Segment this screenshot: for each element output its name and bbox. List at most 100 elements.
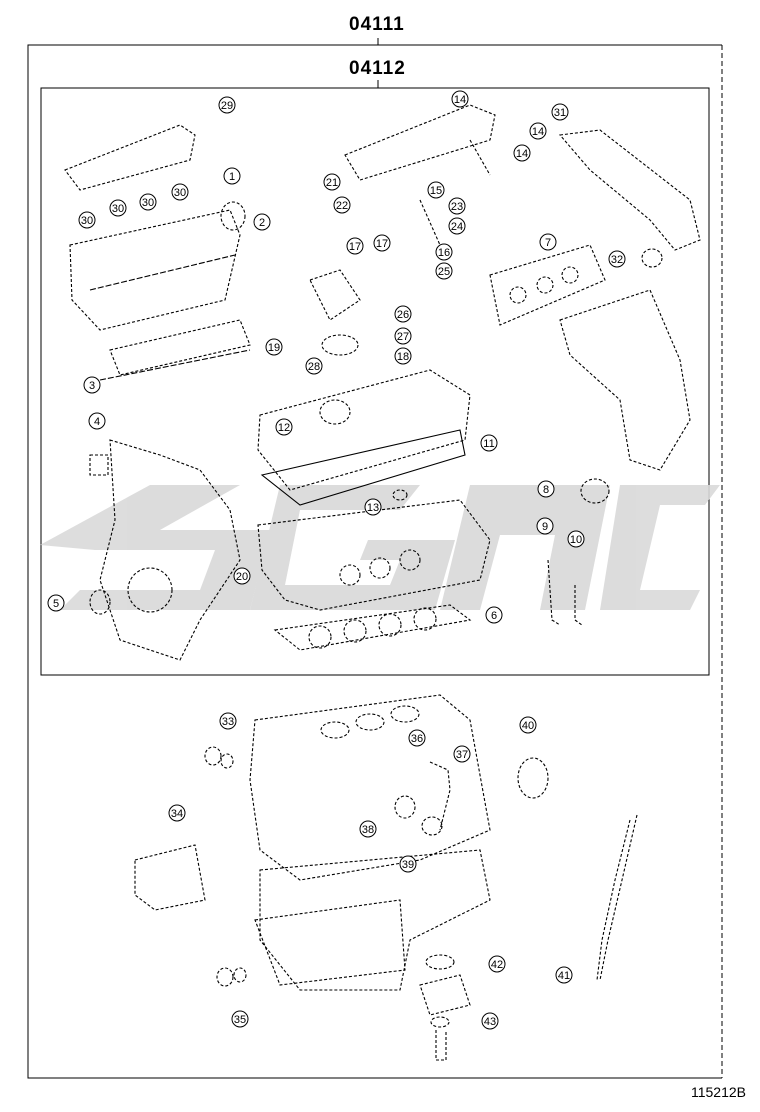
callout-30[interactable]: 30: [109, 199, 127, 217]
callout-5[interactable]: 5: [47, 594, 65, 612]
callout-label: 7: [545, 237, 551, 249]
callout-32[interactable]: 32: [608, 250, 626, 268]
callout-label: 12: [278, 422, 290, 434]
callout-circle: [219, 712, 237, 730]
callout-label: 38: [362, 824, 374, 836]
callout-30[interactable]: 30: [139, 193, 157, 211]
callout-circle: [448, 217, 466, 235]
callout-circle: [399, 855, 417, 873]
callout-23[interactable]: 23: [448, 197, 466, 215]
callout-41[interactable]: 41: [555, 966, 573, 984]
callout-circle: [109, 199, 127, 217]
callout-circle: [488, 955, 506, 973]
callout-circle: [83, 376, 101, 394]
callout-34[interactable]: 34: [168, 804, 186, 822]
callout-25[interactable]: 25: [435, 262, 453, 280]
callout-22[interactable]: 22: [333, 196, 351, 214]
callout-label: 33: [222, 716, 234, 728]
callout-18[interactable]: 18: [394, 347, 412, 365]
callout-label: 27: [397, 331, 409, 343]
callout-10[interactable]: 10: [567, 530, 585, 548]
callout-circle: [139, 193, 157, 211]
callout-37[interactable]: 37: [453, 745, 471, 763]
callout-circle: [453, 745, 471, 763]
callout-circle: [364, 498, 382, 516]
callout-38[interactable]: 38: [359, 820, 377, 838]
callout-24[interactable]: 24: [448, 217, 466, 235]
callout-circle: [485, 606, 503, 624]
callout-17[interactable]: 17: [346, 237, 364, 255]
diagram-number: 115212B: [690, 1084, 746, 1100]
callout-label: 18: [397, 351, 409, 363]
callout-6[interactable]: 6: [485, 606, 503, 624]
callout-13[interactable]: 13: [364, 498, 382, 516]
callout-label: 17: [376, 238, 388, 250]
callout-30[interactable]: 30: [171, 183, 189, 201]
callout-circle: [567, 530, 585, 548]
callout-27[interactable]: 27: [394, 327, 412, 345]
callout-40[interactable]: 40: [519, 716, 537, 734]
callout-20[interactable]: 20: [233, 567, 251, 585]
callout-circle: [253, 213, 271, 231]
callout-2[interactable]: 2: [253, 213, 271, 231]
callout-label: 43: [484, 1016, 496, 1028]
callout-circle: [47, 594, 65, 612]
callout-30[interactable]: 30: [78, 211, 96, 229]
callout-circle: [435, 262, 453, 280]
callout-label: 42: [491, 959, 503, 971]
callout-29[interactable]: 29: [218, 96, 236, 114]
callout-19[interactable]: 19: [265, 338, 283, 356]
callout-35[interactable]: 35: [231, 1010, 249, 1028]
callout-circle: [539, 233, 557, 251]
callout-circle: [551, 103, 569, 121]
callout-circle: [435, 243, 453, 261]
callout-circle: [480, 434, 498, 452]
callout-31[interactable]: 31: [551, 103, 569, 121]
callout-36[interactable]: 36: [408, 729, 426, 747]
callout-26[interactable]: 26: [394, 305, 412, 323]
callout-circle: [394, 327, 412, 345]
callout-8[interactable]: 8: [537, 480, 555, 498]
callout-circle: [394, 305, 412, 323]
callout-43[interactable]: 43: [481, 1012, 499, 1030]
callout-circle: [448, 197, 466, 215]
callout-circle: [373, 234, 391, 252]
callout-label: 8: [543, 484, 549, 496]
callout-circle: [481, 1012, 499, 1030]
callout-label: 1: [229, 171, 235, 183]
callout-3[interactable]: 3: [83, 376, 101, 394]
callout-11[interactable]: 11: [480, 434, 498, 452]
callout-circle: [88, 412, 106, 430]
callout-label: 13: [367, 502, 379, 514]
callout-39[interactable]: 39: [399, 855, 417, 873]
callout-14[interactable]: 14: [529, 122, 547, 140]
group-frame: [27, 38, 723, 1079]
callout-16[interactable]: 16: [435, 243, 453, 261]
callout-circle: [608, 250, 626, 268]
callout-21[interactable]: 21: [323, 173, 341, 191]
callout-15[interactable]: 15: [427, 181, 445, 199]
callout-circle: [346, 237, 364, 255]
callout-14[interactable]: 14: [513, 144, 531, 162]
callout-33[interactable]: 33: [219, 712, 237, 730]
callout-circle: [519, 716, 537, 734]
callout-1[interactable]: 1: [223, 167, 241, 185]
callout-4[interactable]: 4: [88, 412, 106, 430]
callout-circle: [555, 966, 573, 984]
callout-circle: [265, 338, 283, 356]
callout-7[interactable]: 7: [539, 233, 557, 251]
callout-12[interactable]: 12: [275, 418, 293, 436]
callout-label: 30: [142, 197, 154, 209]
subgroup-code: 04112: [349, 58, 406, 79]
callout-circle: [223, 167, 241, 185]
callout-9[interactable]: 9: [536, 517, 554, 535]
callout-42[interactable]: 42: [488, 955, 506, 973]
callout-circle: [168, 804, 186, 822]
callout-17[interactable]: 17: [373, 234, 391, 252]
callout-circle: [323, 173, 341, 191]
callout-circle: [513, 144, 531, 162]
callout-label: 5: [53, 598, 59, 610]
callout-28[interactable]: 28: [305, 357, 323, 375]
callout-label: 14: [516, 148, 528, 160]
callout-14[interactable]: 14: [451, 90, 469, 108]
